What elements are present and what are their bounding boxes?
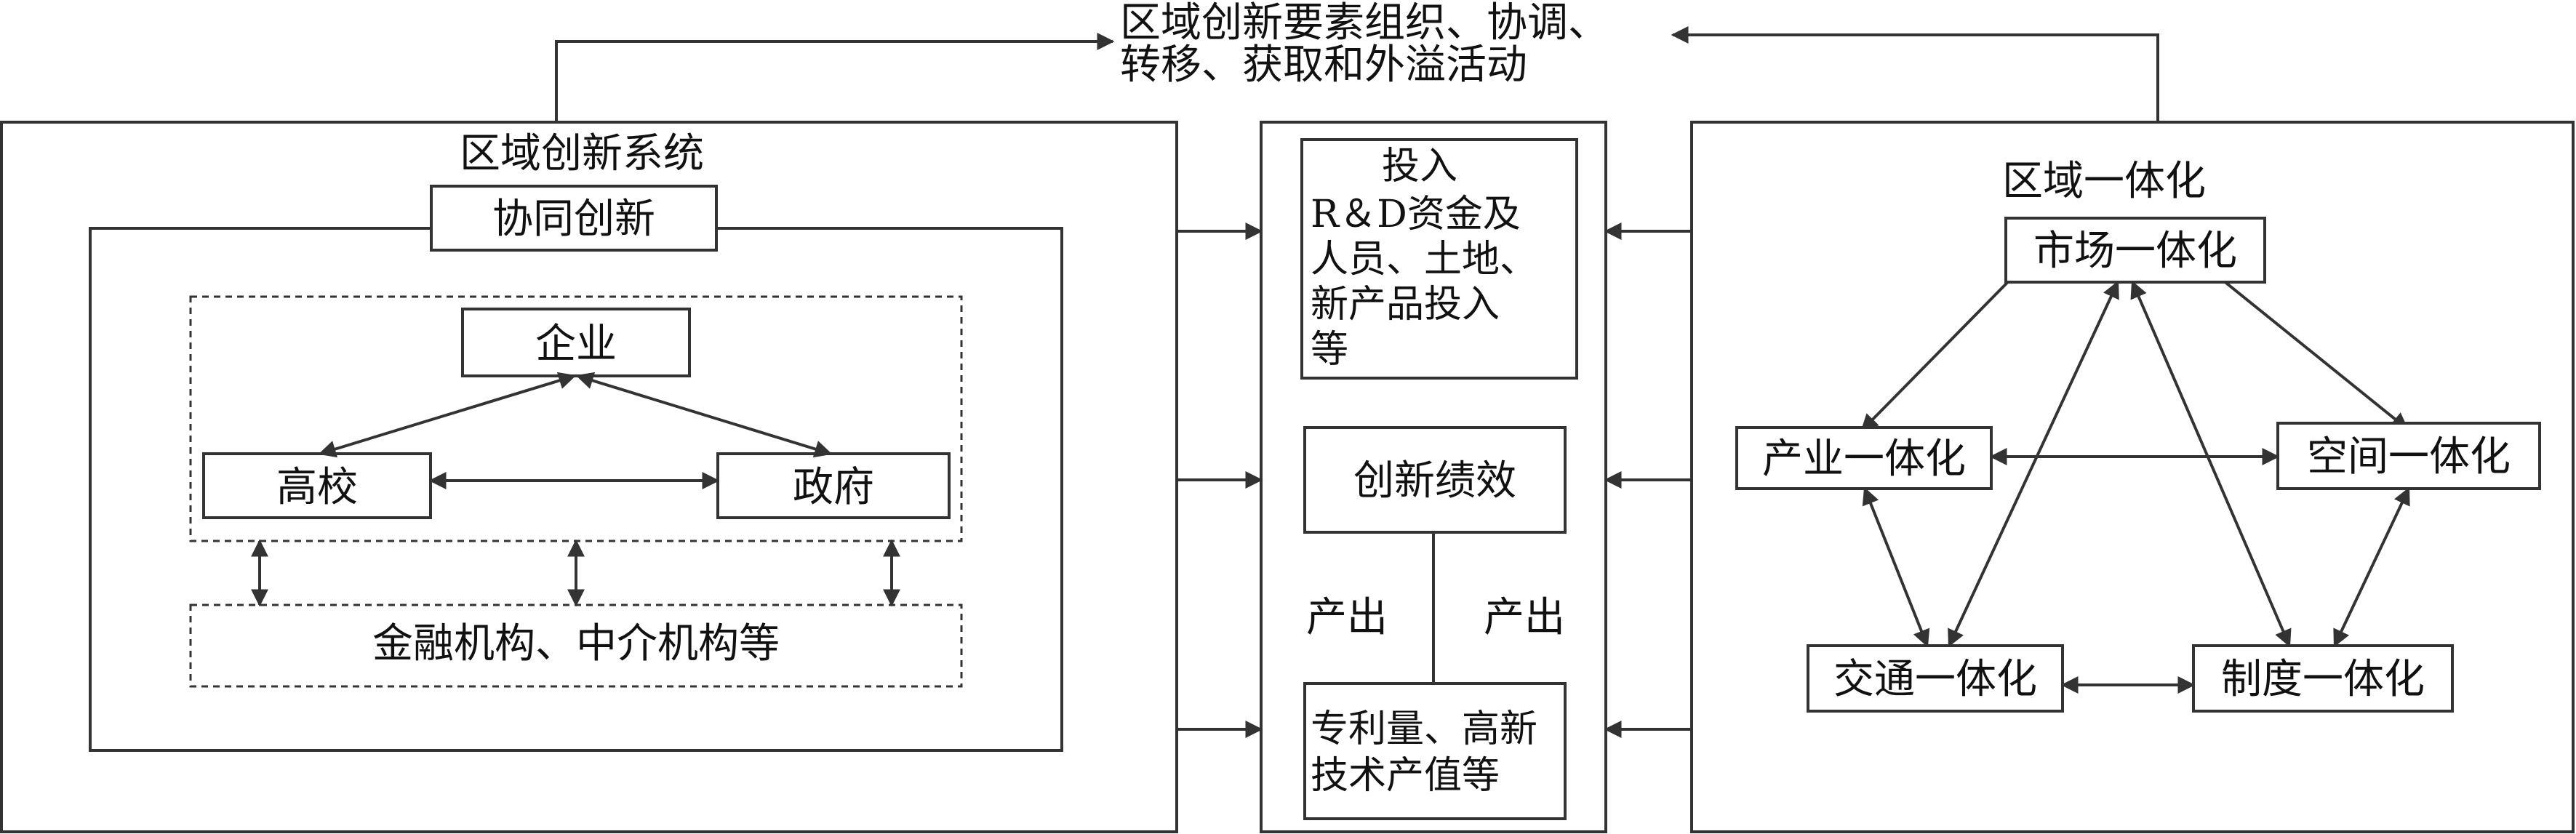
finance-label: 金融机构、中介机构等	[372, 620, 780, 667]
output-line-1: 专利量、高新	[1311, 707, 1537, 751]
enterprise-label: 企业	[535, 321, 617, 368]
integration-title: 区域一体化	[2002, 158, 2206, 205]
input-line-4: 新产品投入	[1311, 283, 1500, 326]
input-line-3: 人员、土地、	[1311, 238, 1537, 281]
input-line-5: 等	[1311, 328, 1348, 372]
enterprise-university-arrow	[318, 372, 577, 458]
input-line-1: 投入	[1382, 145, 1457, 188]
institution-integration-label: 制度一体化	[2221, 656, 2425, 703]
industry-integration-label: 产业一体化	[1762, 436, 1966, 483]
right-to-caption-arrow	[1671, 26, 2159, 122]
coop-label: 协同创新	[492, 196, 655, 243]
government-label: 政府	[793, 464, 874, 511]
output-line-2: 技术产值等	[1311, 754, 1500, 798]
government-box	[716, 452, 951, 519]
top-caption-line-2: 转移、获取和外溢活动	[1120, 41, 1527, 89]
innovation-process-panel: 投入 R＆D资金及 人员、土地、 新产品投入 等 创新绩效 产出 产出 专利量、…	[1260, 121, 1607, 833]
space-integration-label: 空间一体化	[2307, 433, 2511, 481]
institution-integration-box	[2192, 644, 2454, 713]
output-label-right: 产出	[1484, 594, 1565, 641]
market-integration-label: 市场一体化	[2033, 228, 2237, 275]
industry-transport-arrow	[1862, 486, 1930, 648]
output-label-left: 产出	[1306, 594, 1388, 641]
input-box	[1300, 138, 1578, 380]
transport-integration-label: 交通一体化	[1833, 656, 2037, 703]
university-label: 高校	[276, 464, 358, 511]
market-integration-box	[2004, 217, 2266, 284]
enterprise-government-arrow	[575, 372, 833, 458]
input-line-2: R＆D资金及	[1311, 193, 1521, 236]
coop-label-box	[430, 185, 718, 252]
regional-innovation-system-panel: 区域创新系统 协同创新 企业 高校 政府 金融机构、中介机构等	[0, 121, 1178, 833]
space-institution-arrow	[2333, 486, 2410, 648]
transport-integration-box	[1807, 644, 2064, 713]
performance-label: 创新绩效	[1353, 457, 1516, 505]
left-to-caption-arrow	[555, 33, 1115, 122]
industry-integration-box	[1735, 426, 1993, 490]
space-integration-box	[2276, 422, 2541, 490]
regional-integration-panel: 区域一体化 市场一体化 产业一体化 空间一体化 交通一体化 制度一体化	[1690, 121, 2575, 833]
output-box	[1303, 682, 1567, 820]
top-caption-line-1: 区域创新要素组织、协调、	[1120, 0, 1609, 47]
top-caption: 区域创新要素组织、协调、 转移、获取和外溢活动	[1120, 0, 1609, 89]
ris-title: 区域创新系统	[460, 130, 704, 177]
